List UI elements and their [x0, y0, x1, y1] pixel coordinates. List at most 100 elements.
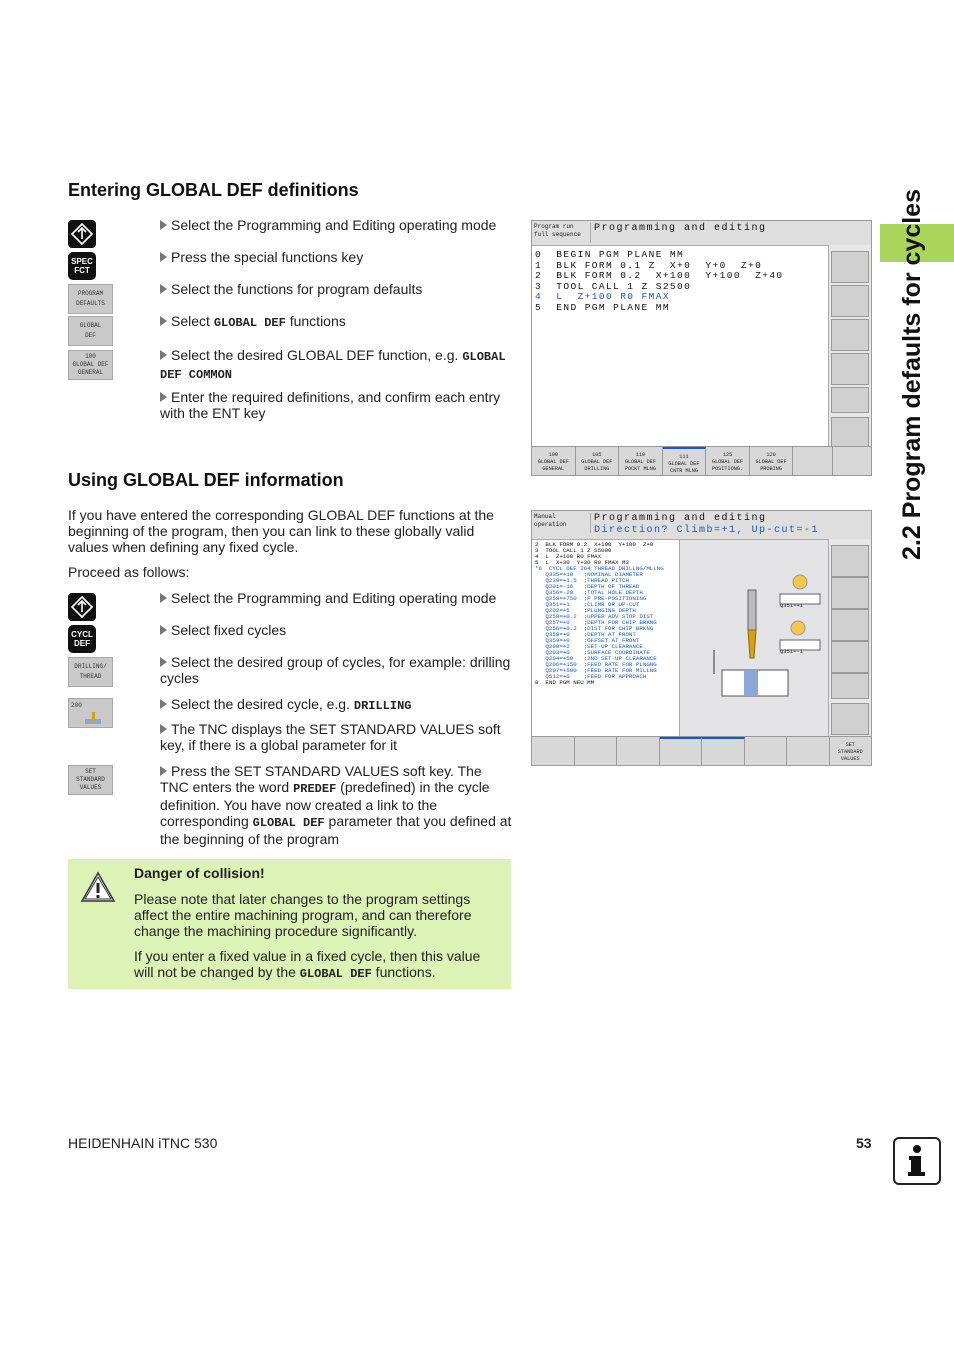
panel-button-plus: [831, 641, 869, 673]
cycl-def-key: CYCL DEF: [68, 625, 96, 653]
step-item: Select the desired group of cycles, for …: [160, 654, 512, 686]
softkey-line: STANDARD: [837, 749, 863, 755]
warning-title: Danger of collision!: [134, 865, 265, 881]
program-line: 2 BLK FORM 0.2 X+100 Y+100 Z+0: [535, 541, 654, 548]
info-icon: [893, 1137, 941, 1185]
program-line: *6 CYCL DEF 264 THREAD DRILLNG/MLLNG: [535, 565, 664, 572]
collision-warning-box: Danger of collision! Please note that la…: [68, 859, 511, 989]
screen-prompt: Direction? Climb=+1, Up-cut=-1: [594, 525, 820, 536]
cycle-200-softkey: 200: [68, 698, 113, 728]
key-label-line: SET: [85, 768, 96, 775]
program-line: Q512=+0 ;FEED FOR APPROACH: [535, 673, 647, 680]
section-heading-entering: Entering GLOBAL DEF definitions: [68, 180, 359, 200]
key-label-line: GLOBAL: [79, 322, 102, 329]
step-item: Enter the required definitions, and conf…: [160, 389, 512, 421]
step-item: Select the desired cycle, e.g. DRILLING: [160, 696, 512, 714]
softkey-line: GLOBAL DEF: [624, 459, 656, 465]
program-line: 8 END PGM NEU MM: [535, 679, 595, 686]
mode-line: Manual: [534, 513, 556, 520]
program-line: 3 TOOL CALL 1 Z S5000: [535, 547, 612, 554]
chapter-title: 2.2 Program defaults for cycles: [898, 189, 926, 560]
softkey-empty: [833, 447, 871, 475]
step-item: Select the Programming and Editing opera…: [160, 590, 512, 606]
code-text: DRILLING: [353, 699, 412, 713]
key-label-line: VALUES: [79, 784, 102, 791]
step-text: Select: [171, 313, 214, 329]
program-line: Q204=+50 ;2ND SET-UP CLEARANCE: [535, 655, 657, 662]
program-line: Q203=+0 ;SURFACE COORDINATE: [535, 649, 650, 656]
warning-text: If you enter a fixed value in a fixed cy…: [134, 948, 481, 980]
panel-button-m: [831, 251, 869, 283]
key-label-line: GENERAL: [77, 369, 104, 376]
program-line-active: 4 L Z+100 R0 FMAX: [535, 291, 670, 302]
softkey-empty: [787, 737, 830, 765]
mode-line: Program run: [534, 223, 574, 230]
step-text: Press the SET STANDARD VALUES soft key. …: [160, 763, 482, 795]
program-line: 4 L Z+100 R0 FMAX: [535, 553, 602, 560]
step-item: Select the desired GLOBAL DEF function, …: [160, 347, 512, 383]
warning-paragraph: Please note that later changes to the pr…: [134, 891, 472, 939]
step-arrow-icon: [160, 657, 167, 667]
program-line: Q359=+0 ;OFFSET AT FRONT: [535, 637, 640, 644]
machine-status-panel: [828, 245, 871, 449]
key-label-line: FCT: [74, 266, 90, 275]
key-label-line: GLOBAL DEF: [72, 361, 109, 368]
program-line: Q257=+0 ;DEPTH FOR CHIP BRKNG: [535, 619, 657, 626]
step-text: functions: [285, 313, 346, 329]
softkey-empty: [575, 737, 617, 765]
code-text: GLOBAL DEF COMMON: [160, 350, 506, 382]
softkey-line: GENERAL: [542, 466, 565, 472]
softkey-line: CNTR MLNG: [669, 468, 698, 474]
step-arrow-icon: [160, 252, 167, 262]
softkey-line: 125: [722, 452, 733, 458]
step-item: Select fixed cycles: [160, 622, 512, 638]
program-line: 1 BLK FORM 0.1 Z X+0 Y+0 Z+0: [535, 259, 763, 271]
step-arrow-icon: [160, 316, 167, 326]
screen-title: Programming and editing: [594, 513, 767, 524]
step-item: Select GLOBAL DEF functions: [160, 313, 512, 331]
step-item: Press the special functions key: [160, 249, 512, 265]
softkey-line: 120: [766, 452, 776, 458]
softkey-line: GLOBAL DEF: [537, 459, 569, 465]
page-number: 53: [856, 1135, 872, 1151]
code-text: PREDEF: [293, 782, 337, 796]
key-label-line: SPEC: [71, 257, 93, 266]
program-line: 0 BEGIN PGM PLANE MM: [535, 249, 685, 260]
key-label-line: DEF: [74, 639, 90, 648]
panel-button-m: [831, 545, 869, 577]
program-line: Q206=+150 ;FEED RATE FOR PLNGNG: [535, 661, 657, 668]
panel-button-s: [831, 285, 869, 317]
softkey-line: DRILLING: [584, 466, 610, 472]
panel-button-spindle: [831, 673, 869, 699]
program-line: Q201=-16 ;DEPTH OF THREAD: [535, 583, 640, 590]
program-line: Q351=+1 ;CLIMB OR UP-CUT: [535, 601, 640, 608]
softkey-empty: [702, 737, 745, 765]
warning-text: functions.: [371, 964, 436, 980]
panel-button-plus: [831, 353, 869, 385]
program-line: Q207=+500 ;FEED RATE FOR MILLNG: [535, 667, 657, 674]
panel-button-s: [831, 577, 869, 609]
graphic-label: Q351=+1: [780, 602, 804, 609]
step-text: Select the desired cycle, e.g.: [171, 696, 354, 712]
program-arrow-icon: [70, 222, 94, 246]
step-text: Press the special functions key: [171, 249, 364, 265]
mode-line: full sequence: [534, 231, 581, 238]
softkey-line: GLOBAL DEF: [581, 459, 613, 465]
step-arrow-icon: [160, 699, 167, 709]
key-label-line: DRILLING/: [74, 663, 107, 670]
mode-line: operation: [534, 521, 567, 528]
softkey-empty: [617, 737, 660, 765]
key-label-line: CYCL: [71, 630, 93, 639]
step-text: Select the desired GLOBAL DEF function, …: [171, 347, 463, 363]
softkey-line: GLOBAL DEF: [755, 459, 787, 465]
program-line: Q239=+1.5 ;THREAD PITCH: [535, 577, 629, 584]
